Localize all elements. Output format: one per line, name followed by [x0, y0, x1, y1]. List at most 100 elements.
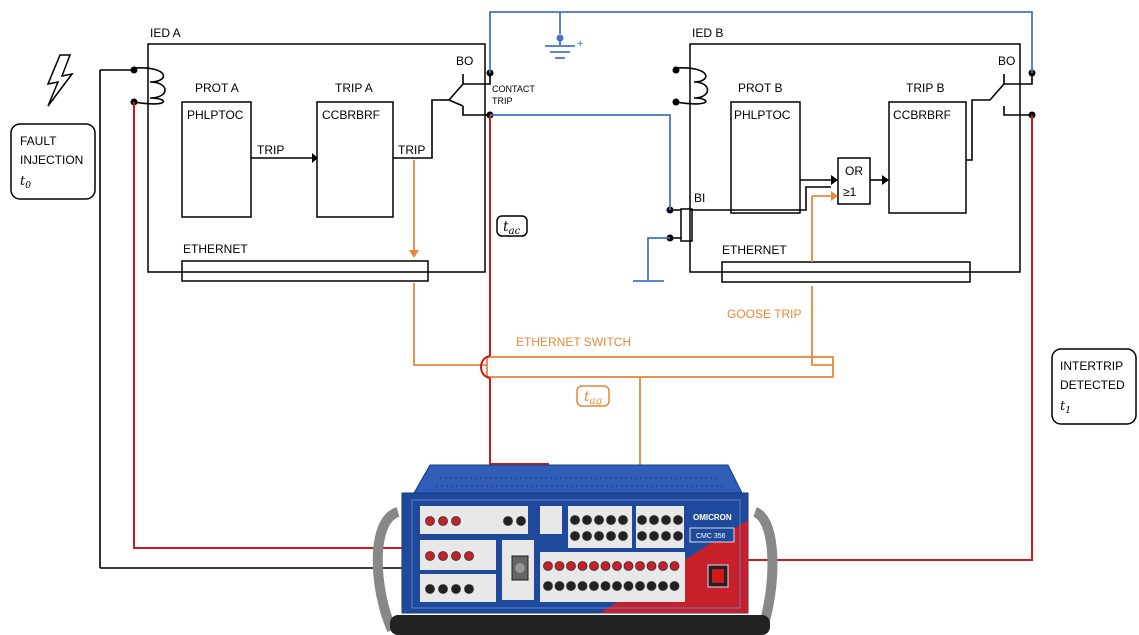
socket — [638, 532, 647, 541]
ied-a-trip-label: TRIP A — [335, 81, 373, 95]
switch-icon-b — [980, 73, 1032, 115]
socket — [439, 552, 448, 561]
socket — [583, 532, 592, 541]
socket — [567, 562, 576, 571]
socket — [619, 532, 628, 541]
ied-b-title: IED B — [692, 26, 723, 40]
socket — [571, 516, 580, 525]
socket — [619, 516, 628, 525]
socket — [624, 562, 633, 571]
socket — [555, 582, 564, 591]
socket — [555, 562, 564, 571]
socket — [638, 516, 647, 525]
intertrip-line1: INTERTRIP — [1060, 359, 1123, 373]
contact-trip-1: CONTACT — [492, 84, 535, 94]
ied-b-ethernet-label: ETHERNET — [722, 243, 787, 257]
contact-trip-2: TRIP — [492, 96, 513, 106]
intertrip-t-sub: 1 — [1065, 406, 1071, 416]
fault-t-sub: 0 — [25, 181, 31, 191]
socket — [465, 585, 474, 594]
socket — [452, 585, 461, 594]
ied-a-ethernet-label: ETHERNET — [183, 242, 248, 256]
socket — [670, 582, 679, 591]
ied-a-arrow-trip-label: TRIP — [257, 143, 284, 157]
intertrip-line2: DETECTED — [1060, 378, 1125, 392]
socket — [426, 585, 435, 594]
socket — [439, 517, 448, 526]
t-ag-sub: ag — [590, 396, 602, 407]
socket — [544, 582, 553, 591]
ied-b-trip-label: TRIP B — [906, 81, 944, 95]
coil-icon — [100, 67, 165, 569]
socket — [452, 517, 461, 526]
ied-a-prot-label: PROT A — [195, 81, 239, 95]
socket — [583, 516, 592, 525]
socket — [544, 562, 553, 571]
socket — [578, 562, 587, 571]
socket — [647, 562, 656, 571]
ied-b-prot-block-label: PHLPTOC — [734, 108, 791, 122]
socket — [670, 562, 679, 571]
socket — [624, 582, 633, 591]
socket — [465, 552, 474, 561]
ied-a-ethernet-bar — [182, 261, 428, 281]
or-gate-sub: ≥1 — [843, 185, 857, 199]
ethernet-switch-bar — [487, 357, 833, 377]
ied-b-trip-block-label: CCBRBRF — [893, 108, 951, 122]
socket — [595, 516, 604, 525]
socket — [607, 532, 616, 541]
socket — [662, 532, 671, 541]
socket — [601, 562, 610, 571]
or-gate-label: OR — [845, 164, 863, 178]
socket — [601, 582, 610, 591]
socket — [595, 532, 604, 541]
socket — [650, 516, 659, 525]
socket — [662, 516, 671, 525]
socket — [439, 585, 448, 594]
plus-sign: + — [577, 38, 583, 50]
socket — [504, 517, 513, 526]
socket — [567, 582, 576, 591]
socket — [426, 552, 435, 561]
socket — [613, 562, 622, 571]
device-model: CMC 356 — [696, 533, 726, 540]
fault-line1: FAULT — [20, 134, 57, 148]
socket — [578, 582, 587, 591]
socket — [659, 582, 668, 591]
socket — [674, 516, 683, 525]
socket — [636, 562, 645, 571]
ied-b-prot-label: PROT B — [738, 81, 782, 95]
ied-a-title: IED A — [150, 26, 181, 40]
socket — [607, 516, 616, 525]
socket — [590, 562, 599, 571]
socket — [571, 532, 580, 541]
goose-trip-label: GOOSE TRIP — [727, 307, 801, 321]
fault-line2: INJECTION — [20, 153, 83, 167]
ied-a-bo-label: BO — [456, 54, 473, 68]
socket — [452, 552, 461, 561]
ied-a-trip-out-label: TRIP — [398, 143, 425, 157]
test-set-device: OMICRON CMC 356 — [378, 465, 773, 635]
ied-a-prot-block-label: PHLPTOC — [187, 108, 244, 122]
socket — [426, 517, 435, 526]
socket — [650, 532, 659, 541]
socket — [590, 582, 599, 591]
ied-b-bi-label: BI — [694, 191, 705, 205]
lightning-icon — [48, 55, 72, 106]
ethernet-switch-label: ETHERNET SWITCH — [516, 335, 631, 349]
socket — [636, 582, 645, 591]
contact-wires: + — [490, 12, 1032, 281]
socket — [647, 582, 656, 591]
ground-icon — [545, 35, 575, 59]
socket — [674, 532, 683, 541]
ied-b-bo-label: BO — [998, 54, 1015, 68]
socket — [659, 562, 668, 571]
switch-icon — [440, 73, 490, 115]
device-brand: OMICRON — [693, 513, 732, 522]
t-ac-sub: ac — [509, 226, 521, 237]
ied-b: IED B PROT B PHLPTOC OR ≥1 TRIP B CCBRBR… — [667, 26, 1036, 282]
socket — [613, 582, 622, 591]
socket — [517, 517, 526, 526]
ied-a-trip-block-label: CCBRBRF — [322, 108, 380, 122]
